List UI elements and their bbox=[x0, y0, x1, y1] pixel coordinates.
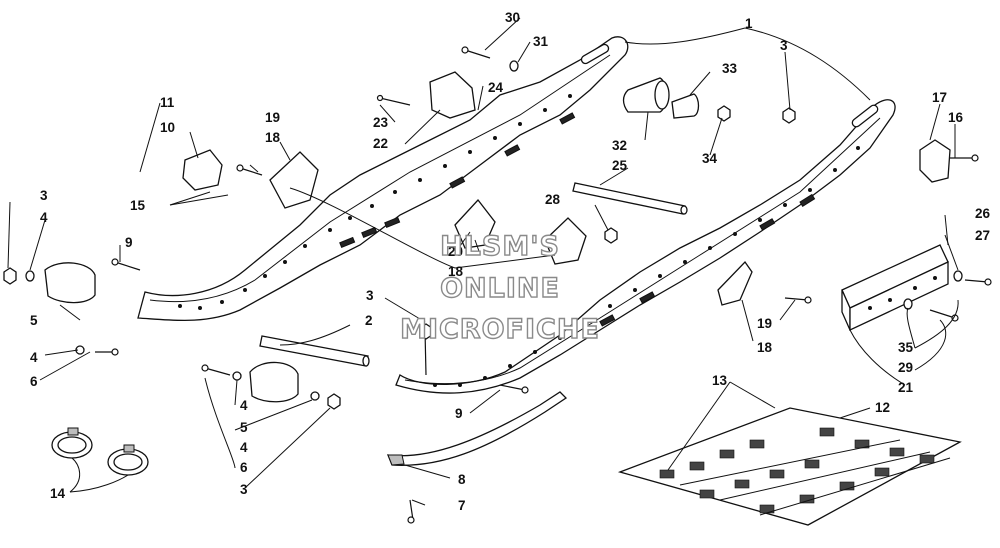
watermark-line-3: MICROFICHE bbox=[400, 314, 600, 345]
watermark-line-1: HLSM'S bbox=[440, 231, 560, 262]
callout-27: 27 bbox=[975, 228, 990, 243]
callout-20: 20 bbox=[448, 244, 463, 259]
callout-18-right: 18 bbox=[757, 340, 773, 355]
callout-labels: 1 2 3 3 3 3 4 4 4 4 5 5 6 6 7 8 9 9 10 1… bbox=[30, 10, 991, 513]
callout-6-left: 6 bbox=[30, 374, 38, 389]
callout-29: 29 bbox=[898, 360, 913, 375]
callout-24: 24 bbox=[488, 80, 504, 95]
callout-31: 31 bbox=[533, 34, 549, 49]
callout-22: 22 bbox=[373, 136, 388, 151]
callout-23: 23 bbox=[373, 115, 389, 130]
callout-5-left: 5 bbox=[30, 313, 38, 328]
callout-33: 33 bbox=[722, 61, 738, 76]
callout-10: 10 bbox=[160, 120, 175, 135]
callout-4-left: 4 bbox=[40, 210, 48, 225]
wear-strip bbox=[386, 391, 568, 466]
callout-18-upper: 18 bbox=[265, 130, 281, 145]
watermark: HLSM'S ONLINE MICROFICHE bbox=[399, 230, 600, 345]
callout-25: 25 bbox=[612, 158, 628, 173]
callout-35: 35 bbox=[898, 340, 914, 355]
callout-30: 30 bbox=[505, 10, 520, 25]
hose-clamps bbox=[51, 427, 149, 476]
callout-3-mid: 3 bbox=[366, 288, 374, 303]
callout-26: 26 bbox=[975, 206, 991, 221]
nuts-washers bbox=[3, 60, 963, 410]
callout-4-bottom: 4 bbox=[240, 440, 248, 455]
callout-3-left: 3 bbox=[40, 188, 48, 203]
callout-14: 14 bbox=[50, 486, 66, 501]
callout-6-bottom: 6 bbox=[240, 460, 248, 475]
callout-8: 8 bbox=[458, 472, 466, 487]
rail-holes-right bbox=[433, 146, 860, 387]
callout-9-right: 9 bbox=[455, 406, 463, 421]
right-slide-rail bbox=[395, 99, 896, 394]
callout-18-mid: 18 bbox=[448, 264, 464, 279]
callout-12: 12 bbox=[875, 400, 890, 415]
callout-7: 7 bbox=[458, 498, 466, 513]
callout-3-upper: 3 bbox=[780, 38, 788, 53]
rear-mount bbox=[919, 139, 951, 183]
rail-holes-left bbox=[178, 94, 572, 310]
callout-2: 2 bbox=[365, 313, 373, 328]
callout-3-bottom: 3 bbox=[240, 482, 248, 497]
track-section bbox=[617, 407, 962, 526]
cross-shafts bbox=[259, 182, 688, 367]
callout-21: 21 bbox=[898, 380, 914, 395]
callout-17: 17 bbox=[932, 90, 947, 105]
callout-19-upper: 19 bbox=[265, 110, 280, 125]
watermark-line-2: ONLINE bbox=[440, 273, 560, 304]
callout-5-right: 5 bbox=[240, 420, 248, 435]
callout-16: 16 bbox=[948, 110, 964, 125]
switch-assembly bbox=[182, 149, 223, 191]
callout-1: 1 bbox=[745, 16, 753, 31]
callout-13: 13 bbox=[712, 373, 728, 388]
callout-34: 34 bbox=[702, 151, 718, 166]
callout-32: 32 bbox=[612, 138, 627, 153]
callout-9-left: 9 bbox=[125, 235, 133, 250]
callout-19-right: 19 bbox=[757, 316, 772, 331]
rail-brackets bbox=[269, 151, 753, 306]
callout-11: 11 bbox=[160, 95, 175, 110]
bolts bbox=[95, 46, 992, 524]
callout-15: 15 bbox=[130, 198, 146, 213]
callout-28: 28 bbox=[545, 192, 561, 207]
strut-bracket bbox=[429, 71, 476, 119]
end-caps bbox=[44, 262, 299, 403]
callout-4-cap: 4 bbox=[240, 398, 248, 413]
idler-wheel bbox=[622, 77, 700, 119]
callout-4-lower: 4 bbox=[30, 350, 38, 365]
rear-bracket bbox=[841, 244, 949, 332]
leader-lines bbox=[7, 17, 959, 506]
